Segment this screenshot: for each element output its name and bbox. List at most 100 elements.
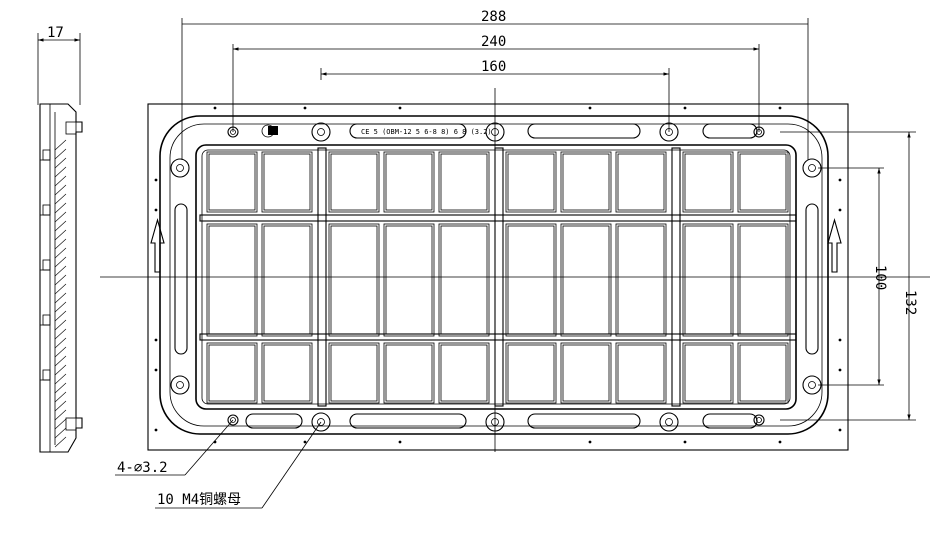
- module-cell: [206, 342, 258, 404]
- hatch-line: [54, 409, 67, 421]
- module-cell-inner: [739, 225, 787, 335]
- nut-boss: [311, 412, 331, 432]
- module-cell-inner: [330, 344, 378, 402]
- edge-dot: [303, 106, 307, 110]
- edge-dot: [154, 208, 158, 212]
- nut-boss: [311, 122, 331, 142]
- module-cell-inner: [684, 344, 732, 402]
- module-cell-inner: [507, 344, 555, 402]
- front-view: CE 5 (OBM-12 5 6-8 8) 6 8 (3.2): [147, 103, 849, 451]
- module-cell: [505, 342, 557, 404]
- module-cell-inner: [739, 153, 787, 211]
- module-cell-inner: [263, 225, 311, 335]
- edge-dot: [588, 106, 592, 110]
- module-cell: [682, 223, 734, 337]
- nut-hole: [176, 381, 184, 389]
- module-cell-inner: [440, 153, 488, 211]
- module-cell: [682, 151, 734, 213]
- top-dimensions: 288 240 160: [181, 9, 809, 160]
- module-cell: [615, 342, 667, 404]
- edge-dot: [838, 208, 842, 212]
- module-cell: [261, 151, 313, 213]
- hatch-line: [54, 283, 67, 295]
- hatch-line: [54, 328, 67, 340]
- module-cell-inner: [385, 225, 433, 335]
- edge-dot: [838, 338, 842, 342]
- hatch-line: [54, 139, 67, 151]
- hatch-line: [54, 202, 67, 214]
- module-cell-inner: [440, 344, 488, 402]
- hatch-line: [54, 211, 67, 223]
- callout-nuts: 10 M4铜螺母: [157, 492, 241, 508]
- hatch-line: [54, 193, 67, 205]
- module-cell: [438, 223, 490, 337]
- hatch-line: [54, 337, 67, 349]
- module-cell-inner: [507, 225, 555, 335]
- nut-boss: [170, 375, 190, 395]
- module-cell: [560, 151, 612, 213]
- callouts: 4-∅3.2 10 M4铜螺母: [115, 419, 322, 509]
- module-cell: [737, 223, 789, 337]
- edge-dot: [683, 440, 687, 444]
- edge-dot: [838, 428, 842, 432]
- nut-hole: [665, 128, 673, 136]
- module-cell-inner: [684, 153, 732, 211]
- dim-inner-spacing: 160: [481, 59, 506, 75]
- m4-nuts: [170, 122, 822, 432]
- nut-hole: [808, 381, 816, 389]
- nut-boss: [802, 158, 822, 178]
- nut-hole: [491, 418, 499, 426]
- hatch-line: [54, 400, 67, 412]
- hatch-line: [54, 148, 67, 160]
- mounting-holes: [227, 126, 765, 426]
- module-cell: [206, 223, 258, 337]
- edge-dot: [778, 440, 782, 444]
- module-cell-inner: [208, 344, 256, 402]
- hatch-line: [54, 238, 67, 250]
- module-cell: [505, 223, 557, 337]
- side-view: 17: [37, 25, 83, 453]
- module-cell-inner: [385, 153, 433, 211]
- dim-overall-width: 288: [481, 9, 506, 25]
- hatch-line: [54, 292, 67, 304]
- module-cell: [328, 223, 380, 337]
- hatch-line: [54, 310, 67, 322]
- direction-arrow-left: [150, 217, 165, 273]
- edge-dot: [683, 106, 687, 110]
- row-divider: [199, 333, 797, 341]
- edge-dot: [778, 106, 782, 110]
- nut-boss: [659, 412, 679, 432]
- edge-dot: [398, 440, 402, 444]
- hatch-line: [54, 346, 67, 358]
- column-divider: [671, 147, 681, 407]
- module-cell-inner: [562, 153, 610, 211]
- edge-dot: [398, 106, 402, 110]
- module-cell-inner: [617, 153, 665, 211]
- module-cell-inner: [617, 344, 665, 402]
- nut-boss: [485, 412, 505, 432]
- module-cell: [560, 223, 612, 337]
- module-cell-inner: [208, 225, 256, 335]
- edge-dot: [154, 428, 158, 432]
- nut-hole: [176, 164, 184, 172]
- edge-dot: [154, 178, 158, 182]
- edge-dot: [303, 440, 307, 444]
- edge-dot: [154, 338, 158, 342]
- edge-dot: [838, 368, 842, 372]
- nut-boss: [802, 375, 822, 395]
- dim-inner-height: 100: [872, 265, 888, 290]
- hatch-line: [54, 220, 67, 232]
- module-cell: [438, 151, 490, 213]
- module-cell-inner: [739, 344, 787, 402]
- nut-hole: [665, 418, 673, 426]
- module-cell: [206, 151, 258, 213]
- module-cell: [560, 342, 612, 404]
- nut-hole: [317, 418, 325, 426]
- hatch-line: [54, 166, 67, 178]
- dim-hole-spacing: 240: [481, 34, 506, 50]
- column-divider: [494, 147, 504, 407]
- right-dimensions: 132 100: [780, 131, 918, 421]
- module-cell: [383, 223, 435, 337]
- panel-marking: CE 5 (OBM-12 5 6-8 8) 6 8 (3.2): [361, 128, 492, 136]
- hatch-line: [54, 301, 67, 313]
